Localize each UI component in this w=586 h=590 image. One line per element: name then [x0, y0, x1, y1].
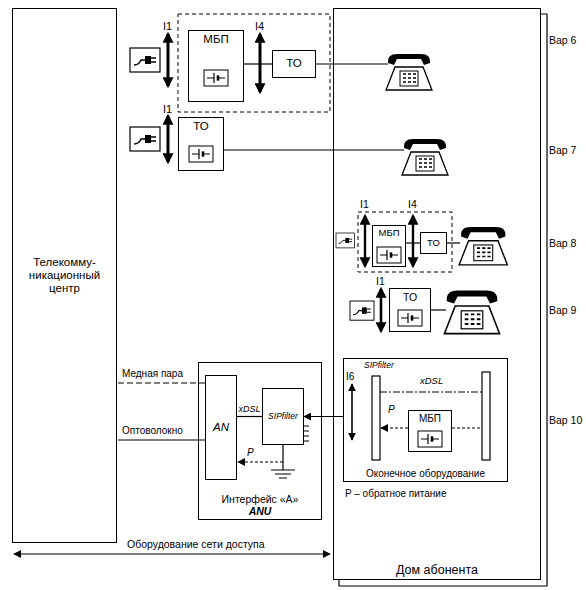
text-label: Медная пара	[122, 368, 183, 379]
box-node: МБП	[408, 410, 452, 452]
box-node: SIPfilter	[262, 388, 304, 445]
node-text: ТО	[403, 291, 417, 303]
text-label: Вар 6	[549, 35, 576, 47]
node-text: ТО	[286, 57, 301, 70]
text-label: P	[247, 447, 254, 458]
text-label: I1	[163, 103, 172, 115]
node-text: ТО	[193, 120, 208, 133]
connector	[237, 416, 262, 417]
connector	[406, 242, 420, 243]
text-label: Оборудование сети доступа	[125, 539, 267, 551]
connector	[244, 63, 272, 64]
text-label: P	[388, 404, 395, 415]
box-node: AN	[205, 375, 237, 480]
box-node: Телекомму- никационный центр	[12, 8, 117, 543]
text-label: P – обратное питание	[345, 488, 447, 499]
box-node: МБП	[188, 30, 244, 102]
connector	[304, 416, 343, 417]
text-label: I4	[408, 199, 417, 211]
text-label: Вар 7	[549, 145, 576, 157]
node-text: Дом абонента	[396, 563, 478, 577]
box-node: ТО	[389, 288, 431, 332]
node-text: МБП	[419, 413, 441, 425]
text-label: Оптоволокно	[122, 425, 183, 436]
node-text: Оконечное оборудование	[366, 468, 485, 480]
node-text: SIPfilter	[268, 412, 298, 422]
box-node: ТО	[272, 50, 316, 78]
box-node: ТО	[420, 232, 447, 254]
node-text: МБП	[379, 228, 400, 239]
node-text: Телекомму- никационный центр	[19, 256, 111, 296]
text-label: I4	[255, 20, 264, 32]
text-label: I1	[376, 276, 385, 288]
node-text: ANU	[249, 505, 272, 517]
node-text: AN	[213, 421, 229, 434]
text-label: xDSL	[420, 376, 443, 386]
text-label: I1	[360, 199, 369, 211]
text-label: Вар 9	[549, 305, 576, 317]
text-label: Вар 10	[549, 415, 582, 427]
text-label: I1	[163, 20, 172, 32]
text-label: Вар 8	[549, 238, 576, 250]
edge-label: xDSL	[238, 405, 260, 415]
node-text: ТО	[427, 238, 440, 249]
node-text: Интерфейс «А»	[222, 493, 299, 505]
box-node: МБП	[372, 225, 406, 267]
text-label: I6	[346, 371, 354, 382]
node-text: МБП	[203, 33, 228, 46]
text-label: SIPfilter	[364, 361, 394, 370]
box-node: ТО	[178, 117, 224, 171]
box-node: Интерфейс «А»ANU AN SIPfilter	[198, 362, 322, 520]
